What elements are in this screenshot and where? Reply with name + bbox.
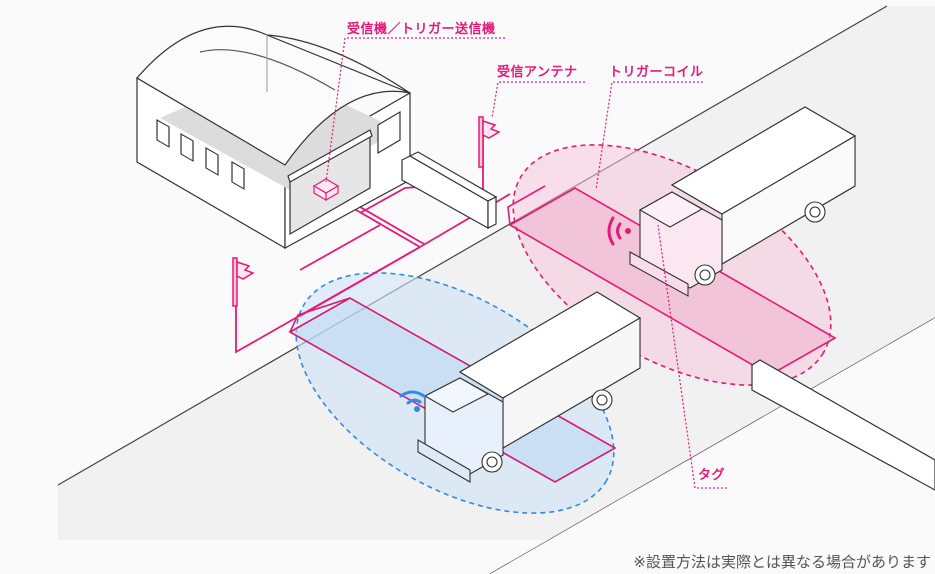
leader-lines [325, 37, 727, 489]
truck-blue-zone [417, 291, 642, 483]
label-tag: タグ [698, 468, 726, 483]
label-receiver-transmitter: 受信機／トリガー送信機 [347, 22, 496, 37]
gate-barrier-lower [751, 359, 935, 491]
gate-barrier-upper [401, 151, 498, 230]
label-receiving-antenna: 受信アンテナ [497, 65, 578, 80]
receiver-transmitter-unit [312, 178, 340, 202]
road [57, 5, 935, 574]
receiving-antenna-left [232, 257, 255, 307]
label-trigger-coil: トリガーコイル [609, 65, 704, 80]
wifi-pink-icon [607, 216, 631, 246]
warehouse [136, 25, 411, 250]
wifi-blue-icon [399, 390, 426, 412]
disclaimer-note: ※設置方法は実際とは異なる場合があります [633, 553, 931, 571]
road-edge-top [57, 5, 888, 486]
receiving-antenna-right [478, 116, 501, 168]
truck-pink-zone [629, 106, 857, 297]
